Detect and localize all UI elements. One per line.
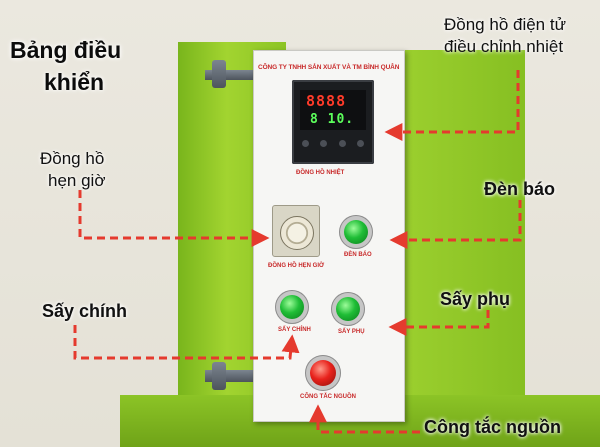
thermostat-label: ĐỒNG HỒ NHIỆT	[296, 170, 345, 176]
power-switch-button[interactable]	[310, 360, 336, 386]
machine-side	[405, 50, 525, 447]
mounting-rod	[205, 70, 265, 80]
indicator-lamp-label: ĐÈN BÁO	[344, 252, 372, 258]
timer-callout-line2: hẹn giờ	[48, 171, 106, 190]
panel-title-line2: khiển	[44, 69, 105, 95]
timer-knob[interactable]	[280, 216, 314, 250]
thermostat-callout: Đồng hồ điện tử điều chỉnh nhiệt	[444, 14, 566, 58]
panel-title-line1: Bảng điều	[10, 37, 122, 63]
bolt	[212, 60, 226, 88]
thermostat-callout-line1: Đồng hồ điện tử	[444, 15, 566, 34]
timer-label: ĐỒNG HỒ HẸN GIỜ	[268, 263, 325, 269]
power-switch-callout: Công tắc nguồn	[424, 417, 561, 437]
timer-callout-line1: Đồng hồ	[40, 149, 105, 168]
indicator-lamp	[344, 220, 368, 244]
aux-dryer-button[interactable]	[336, 297, 360, 321]
thermostat-readout-top: 8888	[306, 92, 347, 110]
thermostat-callout-line2: điều chỉnh nhiệt	[444, 37, 564, 56]
panel-brand-text: CÔNG TY TNHH SẢN XUẤT VÀ TM BÌNH QUÂN	[258, 64, 400, 71]
main-dryer-callout: Sấy chính	[42, 301, 128, 321]
main-dryer-button[interactable]	[280, 295, 304, 319]
timer-callout: Đồng hồ hẹn giờ	[40, 148, 105, 192]
indicator-callout: Đèn báo	[484, 179, 556, 199]
aux-dryer-callout: Sấy phụ	[440, 289, 511, 309]
aux-dryer-label: SẤY PHỤ	[338, 329, 365, 335]
timer-dial-unit[interactable]	[272, 205, 320, 257]
digital-thermostat[interactable]: 8888 8 10.	[292, 80, 374, 164]
main-dryer-label: SẤY CHÍNH	[278, 327, 311, 333]
thermostat-readout-bottom: 8 10.	[310, 112, 355, 127]
thermostat-keys[interactable]	[302, 140, 364, 150]
thermostat-screen: 8888 8 10.	[300, 90, 366, 130]
bolt	[212, 362, 226, 390]
panel-title: Bảng điều khiển	[10, 34, 121, 98]
power-switch-label: CÔNG TẮC NGUỒN	[300, 394, 356, 400]
